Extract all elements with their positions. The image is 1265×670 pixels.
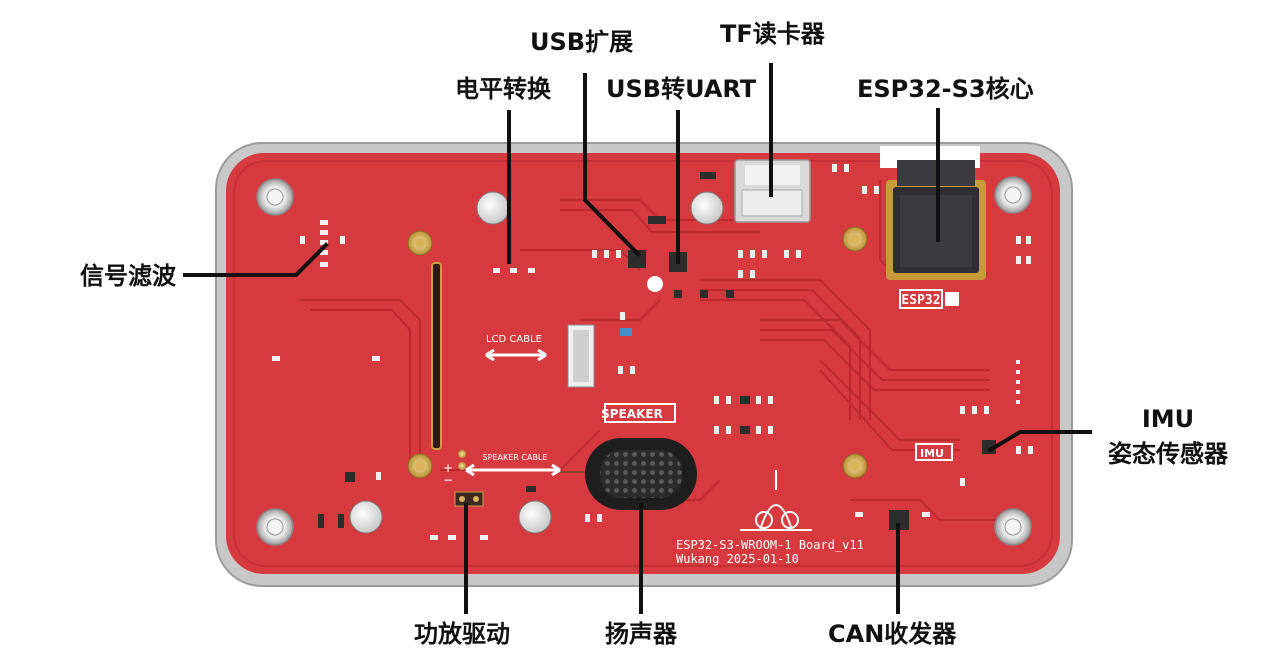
lcd-connector (568, 325, 594, 387)
label-usb-hub: USB扩展 (530, 28, 633, 56)
speaker-silk-label: SPEAKER (601, 407, 663, 421)
label-amp-driver: 功放驱动 (414, 620, 510, 648)
lcd-cable-label: LCD CABLE (486, 334, 542, 345)
imu-logo: IMU (920, 447, 944, 460)
speaker-cable-label: SPEAKER CABLE (483, 453, 548, 462)
label-imu-line1: IMU (1098, 405, 1238, 433)
label-imu-line2: 姿态传感器 (1098, 440, 1238, 468)
label-esp32-core: ESP32-S3核心 (857, 75, 1034, 103)
amp-driver-pads (455, 492, 483, 506)
label-can: CAN收发器 (828, 620, 956, 648)
minus-sign: − (443, 473, 453, 487)
board-version-text: ESP32-S3-WROOM-1 Board_v11 (676, 538, 864, 552)
label-level-shift: 电平转换 (455, 75, 551, 103)
label-signal-filter: 信号滤波 (80, 262, 176, 290)
esp32-logo: ESP32 (901, 293, 940, 308)
board-date-text: Wukang 2025-01-10 (676, 552, 799, 566)
label-tf-reader: TF读卡器 (720, 20, 825, 48)
display-slot (432, 263, 441, 449)
label-usb-uart: USB转UART (606, 75, 756, 103)
label-speaker: 扬声器 (605, 620, 677, 648)
